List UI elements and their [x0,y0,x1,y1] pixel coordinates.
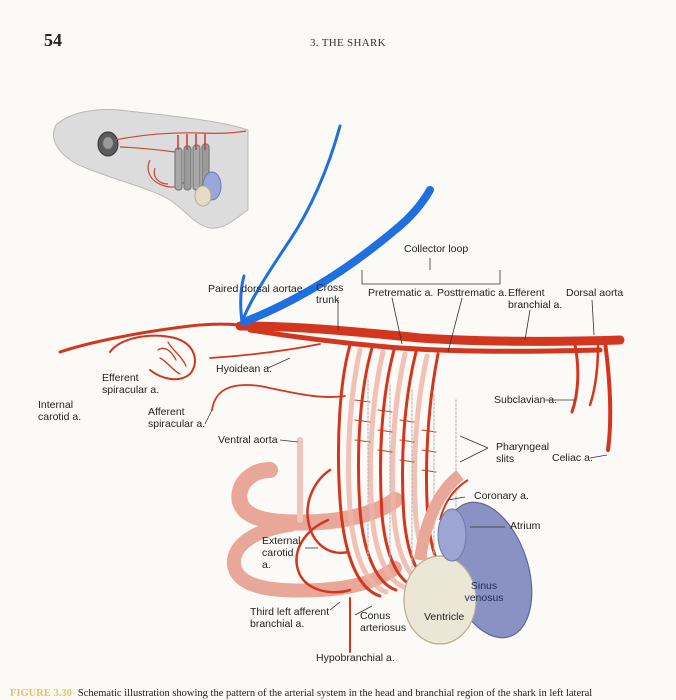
label-subclavian: Subclavian a. [494,394,558,406]
figure-caption: FIGURE 3.30 Schematic illustration showin… [10,688,670,699]
ventricle-shape [403,555,477,645]
label-collector-loop: Collector loop [404,243,469,255]
pen-annotation [239,124,434,326]
label-paired-dorsal-aortae: Paired dorsal aortae [208,283,303,295]
label-external-carotid: External carotid a. [262,535,301,571]
label-conus-arteriosus: Conus arteriosus [360,610,407,634]
shark-head-inset [53,109,249,229]
arterial-diagram [58,321,625,653]
label-afferent-spiracular: Afferent spiracular a. [148,406,206,430]
label-hyoidean: Hyoidean a. [216,363,273,375]
label-hypobranchial: Hypobranchial a. [316,652,395,664]
label-cross-trunk: Cross trunk [316,282,344,306]
figure-id: FIGURE 3.30 [10,688,72,699]
label-efferent-branchial: Efferent branchial a. [508,287,563,311]
label-posttrematic: Posttrematic a. [437,287,508,299]
label-dorsal-aorta: Dorsal aorta [566,287,624,299]
page-number: 54 [44,30,62,50]
label-coronary: Coronary a. [474,490,529,502]
label-celiac: Celiac a. [552,452,593,464]
label-pharyngeal-slits: Pharyngeal slits [496,441,550,465]
leader-lines [204,258,608,616]
label-internal-carotid: Internal carotid a. [38,399,82,423]
heart [403,470,533,645]
label-third-left-afferent: Third left afferent branchial a. [250,606,330,630]
label-atrium: Atrium [510,520,541,532]
running-title: 3. THE SHARK [310,37,386,49]
figure-caption-text: Schematic illustration showing the patte… [77,688,593,699]
label-pretrematic: Pretrematic a. [368,287,434,299]
label-ventral-aorta: Ventral aorta [218,434,278,446]
label-sinus-venosus: Sinus venosus [464,580,504,604]
label-ventricle: Ventricle [424,611,465,623]
label-efferent-spiracular: Efferent spiracular a. [102,372,160,396]
